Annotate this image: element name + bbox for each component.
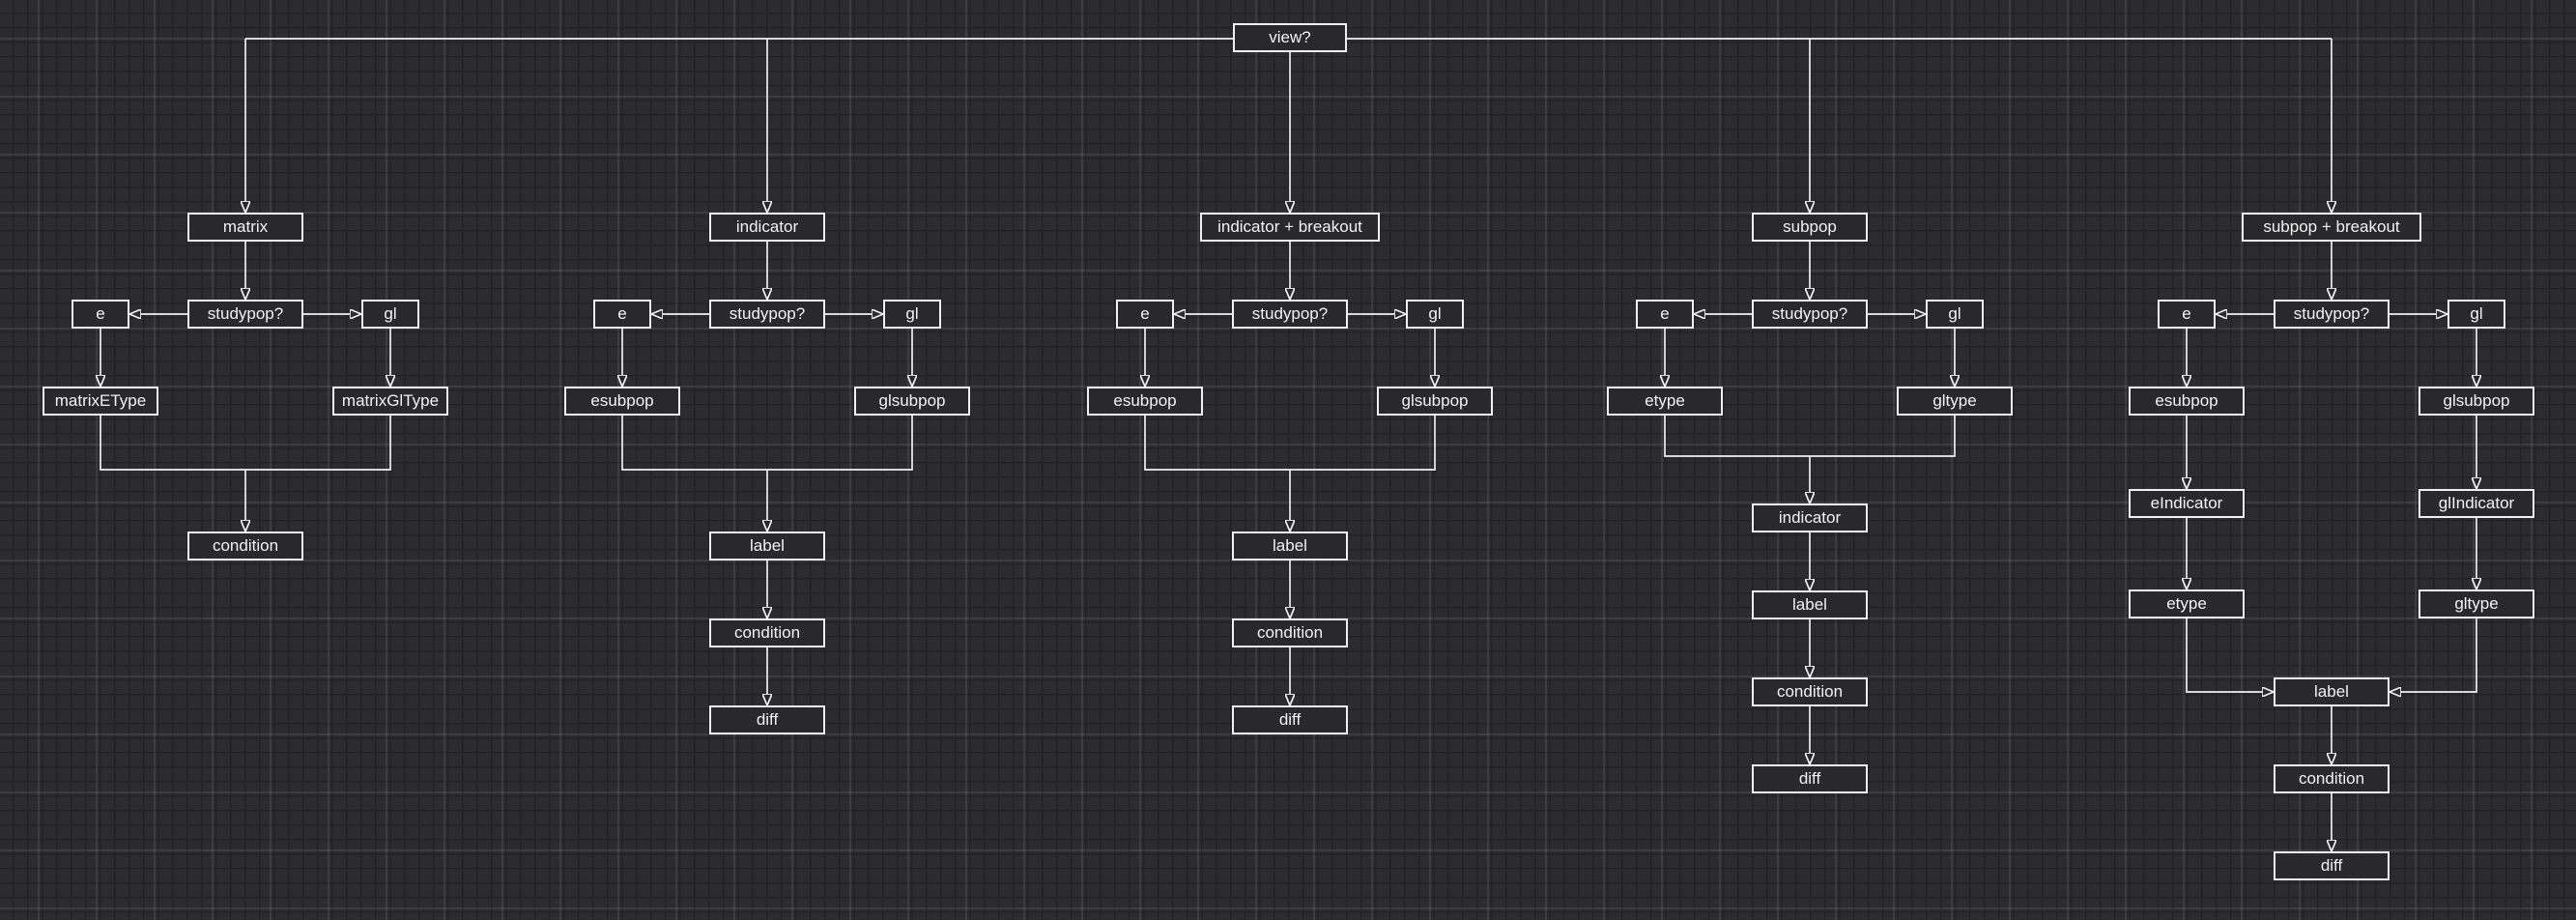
node-b0-condition[interactable]: condition xyxy=(187,532,303,561)
node-b1-title[interactable]: indicator xyxy=(709,213,825,242)
node-b0-gl[interactable]: gl xyxy=(361,300,419,329)
node-b2-glsubpop[interactable]: glsubpop xyxy=(1377,387,1493,416)
node-b4-e[interactable]: e xyxy=(2158,300,2216,329)
node-b4-title[interactable]: subpop + breakout xyxy=(2242,213,2421,242)
node-b1-diff[interactable]: diff xyxy=(709,705,825,734)
node-b1-gl[interactable]: gl xyxy=(883,300,941,329)
node-b4-label[interactable]: label xyxy=(2274,677,2390,706)
node-b2-e[interactable]: e xyxy=(1116,300,1174,329)
node-b4-gltype[interactable]: gltype xyxy=(2419,589,2534,618)
node-b3-diff[interactable]: diff xyxy=(1752,764,1868,793)
node-b4-glindicator[interactable]: glIndicator xyxy=(2419,489,2534,518)
node-b2-title[interactable]: indicator + breakout xyxy=(1200,213,1380,242)
edge-b4-gltype-label[interactable] xyxy=(2401,618,2477,692)
node-b4-diff[interactable]: diff xyxy=(2274,851,2390,880)
node-b3-etype[interactable]: etype xyxy=(1607,387,1723,416)
node-b3-e[interactable]: e xyxy=(1636,300,1694,329)
node-b2-condition[interactable]: condition xyxy=(1232,618,1348,647)
node-b4-studypop[interactable]: studypop? xyxy=(2274,300,2390,329)
node-b4-esubpop[interactable]: esubpop xyxy=(2129,387,2245,416)
node-b4-etype[interactable]: etype xyxy=(2129,589,2245,618)
node-b4-condition[interactable]: condition xyxy=(2274,764,2390,793)
node-b1-studypop[interactable]: studypop? xyxy=(709,300,825,329)
node-b0-matrixetype[interactable]: matrixEType xyxy=(43,387,158,416)
node-b3-condition[interactable]: condition xyxy=(1752,677,1868,706)
node-b3-indicator[interactable]: indicator xyxy=(1752,503,1868,532)
edge-b4-etype-label[interactable] xyxy=(2186,618,2262,692)
node-b1-e[interactable]: e xyxy=(593,300,651,329)
node-b0-studypop[interactable]: studypop? xyxy=(187,300,303,329)
node-b2-label[interactable]: label xyxy=(1232,532,1348,561)
node-b3-studypop[interactable]: studypop? xyxy=(1752,300,1868,329)
node-b0-title[interactable]: matrix xyxy=(187,213,303,242)
edge-b1-join[interactable] xyxy=(621,416,913,471)
edge-b2-join[interactable] xyxy=(1144,416,1436,471)
node-b4-gl[interactable]: gl xyxy=(2447,300,2505,329)
node-b3-gltype[interactable]: gltype xyxy=(1897,387,2013,416)
node-b4-glsubpop[interactable]: glsubpop xyxy=(2419,387,2534,416)
node-b2-esubpop[interactable]: esubpop xyxy=(1087,387,1203,416)
node-b1-condition[interactable]: condition xyxy=(709,618,825,647)
node-b1-esubpop[interactable]: esubpop xyxy=(564,387,680,416)
node-b2-diff[interactable]: diff xyxy=(1232,705,1348,734)
edge-b0-join[interactable] xyxy=(100,416,391,471)
node-b0-matrixgltype[interactable]: matrixGlType xyxy=(332,387,448,416)
node-b1-label[interactable]: label xyxy=(709,532,825,561)
edge-b3-join[interactable] xyxy=(1664,416,1956,457)
node-b3-title[interactable]: subpop xyxy=(1752,213,1868,242)
node-b2-gl[interactable]: gl xyxy=(1406,300,1464,329)
node-b2-studypop[interactable]: studypop? xyxy=(1232,300,1348,329)
node-b3-label[interactable]: label xyxy=(1752,590,1868,619)
node-view[interactable]: view? xyxy=(1233,23,1347,52)
node-b3-gl[interactable]: gl xyxy=(1926,300,1984,329)
node-b0-e[interactable]: e xyxy=(72,300,129,329)
node-b1-glsubpop[interactable]: glsubpop xyxy=(854,387,970,416)
node-b4-eindicator[interactable]: eIndicator xyxy=(2129,489,2245,518)
